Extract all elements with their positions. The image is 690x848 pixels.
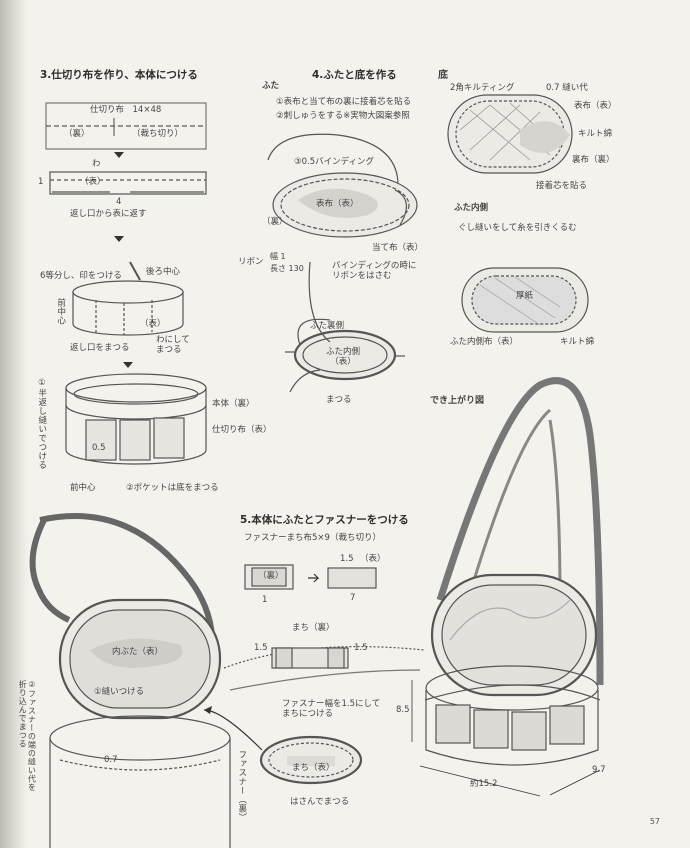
binding-label: ③0.5バインディング [294,157,375,167]
lid-assembly-illustration [285,261,405,393]
divider-cut-label: （裁ち切り） [132,129,184,139]
front-center-vertical-label: 前中心 [55,298,66,325]
ring-note: わにして まつる [156,335,190,355]
quilt-2corner-label: 2角キルティング [450,83,515,93]
close-opening-note: 返し口をまつる [70,343,130,353]
gusset-back-label: まち（裏） [292,623,335,633]
outer-fabric-label: 表布（表） [574,101,617,111]
body-with-divider-illustration [65,373,207,465]
book-gutter-shadow [0,0,28,848]
arrow-down-3 [123,362,133,368]
lid-inside-back-label: ふた裏側 [310,321,345,331]
lid-inner-fabric-label: ふた内側布（表） [450,337,519,347]
dim-4-label: 4 [116,197,122,207]
ribbon-length: 長さ 130 [270,264,304,273]
divider-strip-illustration [45,102,207,150]
seam-allowance-label: 0.7 縫い代 [546,83,588,93]
finished-width-label: 約15.2 [470,779,498,789]
tab-dim-15: 1.5 [340,554,354,564]
ribbon-label: リボン [238,257,264,267]
body-front-center-label: 前中心 [70,483,96,493]
gusset-dim-15a: 1.5 [254,643,268,653]
finished-height-label: 8.5 [396,705,410,715]
gusset-dim-15b: 1.5 [354,643,368,653]
lid-inside-front-label: ふた内側 （表） [326,347,361,367]
inner-lid-label: 内ぶた（表） [112,647,164,657]
divider-front-label: 仕切り布（表） [212,425,272,435]
lid-front-fabric-label: 表布（表） [316,199,359,209]
gather-note: ぐし縫いをして糸を引きくるむ [458,223,577,233]
divider-ring-illustration [72,261,184,336]
whipstitch-label: まつる [326,395,352,405]
divider-back-label: （裏） [64,129,90,139]
cardboard-label: 厚紙 [516,291,534,301]
lining-back-label: 裏布（裏） [572,155,615,165]
bottom-heading: 底 [438,70,448,81]
dim-05-label: 0.5 [92,443,106,453]
arrow-down-1 [114,152,124,158]
tab-dim-1: 1 [262,595,268,605]
fold-label: わ [92,159,101,169]
step5-title: 5.本体にふたとファスナーをつける [240,514,409,526]
gusset-front-label: まち（表） [292,763,335,773]
divider-label: 仕切り布 14×48 [90,105,162,115]
step4-title: 4.ふたと底を作る [312,69,397,81]
back-center-label: 後ろ中心 [146,267,181,277]
patch-fabric-label: 当て布（表） [372,243,424,253]
lid-inner-heading: ふた内側 [454,203,489,213]
divide-note: 6等分し、印をつける [40,271,122,281]
lid-batting-label: キルト綿 [560,337,595,347]
batting-label: キルト綿 [578,129,613,139]
zipper-gusset-illustration [223,645,425,691]
lid-note-1: ①表布と当て布の裏に接着芯を貼る [276,97,412,107]
half-backstitch-note: ①半返し縫いでつける [36,378,47,470]
body-dim-07: 0.7 [104,755,118,765]
ribbon-width: 幅 1 [270,252,286,261]
lid-inner-cardboard-illustration [461,267,589,333]
step3-title: 3.仕切り布を作り、本体につける [40,69,198,81]
zipper-back-label: ファスナー（裏） [236,750,247,822]
lid-back-label: （裏） [262,217,288,227]
assembled-bag-illustration [29,513,231,848]
finished-heading: でき上がり図 [430,396,485,406]
arrow-down-2 [114,236,124,242]
folded-front-label: （表） [80,177,106,187]
turn-note: 返し口から表に返す [70,209,147,219]
lid-note-2: ②刺しゅうをする※実物大図案参照 [276,111,410,121]
sew-on-label: ①縫いつける [94,687,145,697]
ribbon-note: バインディングの時に リボンをはさむ [332,261,417,281]
bottom-quilted-illustration [447,94,573,174]
tab-dim-7: 7 [350,593,356,603]
tab-back-label: （裏） [258,571,284,581]
sandwich-note: はさんでまつる [290,797,350,807]
dim-1-label: 1 [38,177,44,187]
finished-depth-label: 9.7 [592,765,606,775]
zipper-width-note: ファスナー幅を1.5にして まちにつける [282,699,381,719]
zipper-ring-illustration [259,735,363,785]
finished-bag-illustration [411,377,604,797]
zipper-tab-illustration [244,564,377,590]
zipper-end-note: ②ファスナーの端の縫い代を 折り込んでまつる [18,680,37,792]
folded-strip-illustration [49,171,207,195]
interfacing-label: 接着芯を貼る [536,181,588,191]
page-number: 57 [649,817,660,826]
zipper-tab-label: ファスナーまち布5×9（裁ち切り） [244,533,381,543]
lid-binding-illustration [267,133,418,238]
lid-heading: ふた [262,81,280,91]
ring-front-label: （表） [140,319,166,329]
body-back-label: 本体（裏） [212,399,255,409]
pointing-arrow [203,706,263,751]
pocket-note: ②ポケットは底をまつる [126,483,219,493]
tab-front-label: （表） [360,554,386,564]
